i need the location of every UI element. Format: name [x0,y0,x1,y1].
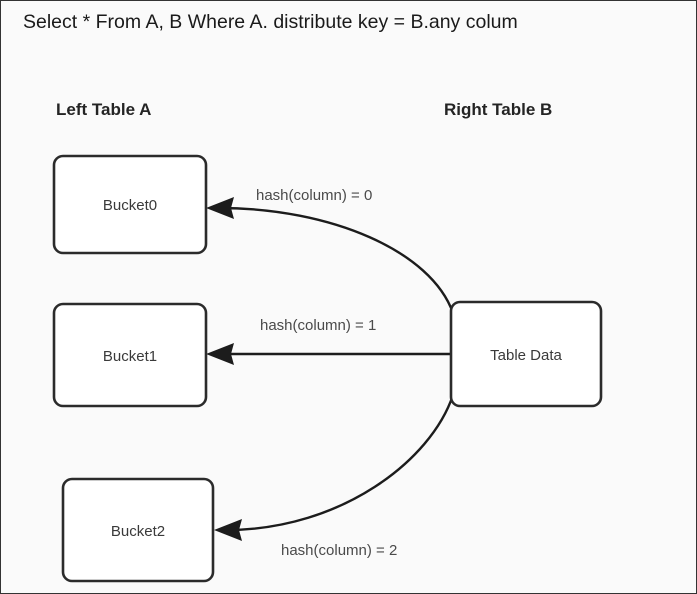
node-bucket1-label: Bucket1 [103,348,157,365]
arrow-head-bucket1 [206,343,234,365]
node-bucket1-box[interactable] [52,302,208,408]
right-table-label: Right Table B [444,100,552,119]
edge-path-bucket0 [218,206,455,314]
node-bucket2-box[interactable] [61,477,215,583]
edge-label-bucket2: hash(column) = 2 [281,542,397,559]
node-bucket0-box[interactable] [52,154,208,255]
node-table-data-label: Table Data [490,347,562,364]
page-title: Select * From A, B Where A. distribute k… [23,11,518,33]
edge-path-bucket2 [228,394,455,532]
node-table-data[interactable]: Table Data [449,300,603,408]
arrow-head-bucket2 [214,519,242,541]
edge-label-bucket0: hash(column) = 0 [256,187,372,204]
node-bucket0[interactable]: Bucket0 [52,154,208,255]
node-table-data-box[interactable] [449,300,603,408]
left-table-label: Left Table A [56,100,151,119]
node-bucket1[interactable]: Bucket1 [52,302,208,408]
edge-label-bucket1: hash(column) = 1 [260,317,376,334]
node-bucket2-label: Bucket2 [111,523,165,540]
node-bucket2[interactable]: Bucket2 [61,477,215,583]
arrow-head-bucket0 [206,197,234,219]
node-bucket0-label: Bucket0 [103,197,157,214]
